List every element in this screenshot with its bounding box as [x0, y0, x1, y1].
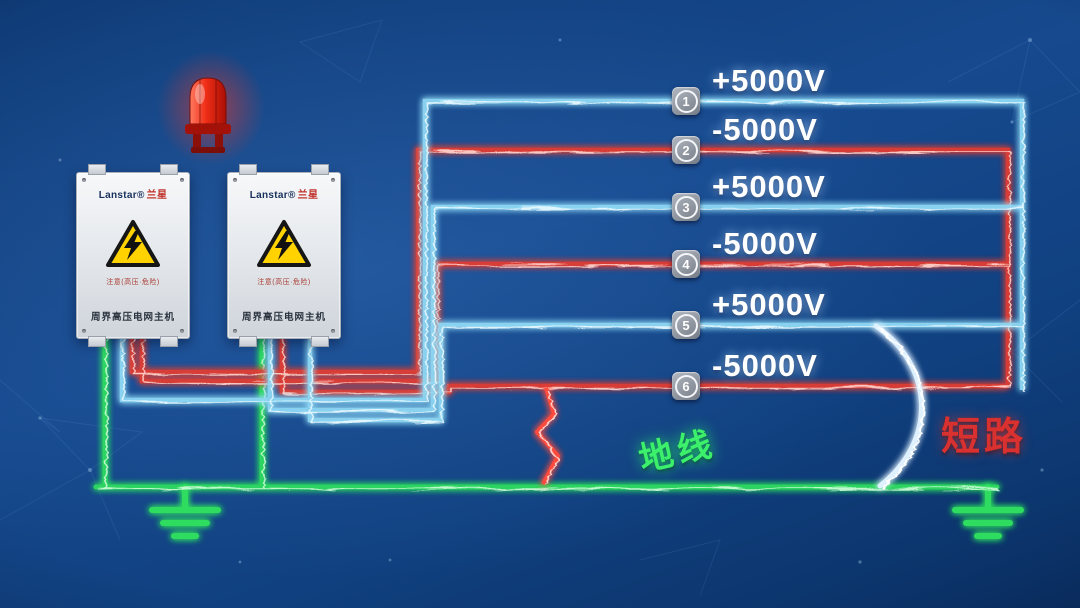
- mounting-tab: [311, 336, 329, 347]
- mounting-tab: [239, 164, 257, 175]
- caution-text: 注意(高压·危险): [106, 279, 160, 286]
- mounting-tab: [311, 164, 329, 175]
- short-circuit-label: 短路: [941, 416, 1028, 459]
- screw: [233, 329, 237, 333]
- wire-number: 2: [674, 138, 698, 162]
- wire-number: 4: [674, 252, 698, 276]
- screw: [82, 178, 86, 182]
- voltage-label-3: +5000V: [712, 169, 826, 204]
- ground-wire-glow: [93, 334, 1000, 490]
- earth-symbol-right: [952, 484, 1024, 539]
- brand-en: Lanstar®: [98, 190, 145, 201]
- wire-number: 5: [674, 313, 698, 337]
- mounting-tab: [160, 164, 178, 175]
- wire-number-badge-6: 6: [672, 372, 700, 400]
- short-circuit-arc: [873, 323, 925, 489]
- wire-number-badge-2: 2: [672, 136, 700, 164]
- brand-cn: 兰星: [297, 190, 319, 201]
- brand-en: Lanstar®: [249, 190, 296, 201]
- brand-label: Lanstar®兰星: [77, 186, 189, 201]
- mounting-tab: [239, 336, 257, 347]
- device-name: 周界高压电网主机: [90, 312, 175, 323]
- wire-number-badge-1: 1: [672, 87, 700, 115]
- mounting-tab: [88, 336, 106, 347]
- screw: [180, 178, 184, 182]
- discharge-bolt: [535, 387, 560, 485]
- voltage-label-5: +5000V: [712, 287, 826, 322]
- mounting-tab: [88, 164, 106, 175]
- brand-cn: 兰星: [146, 190, 168, 201]
- wire-number: 3: [674, 195, 698, 219]
- screw: [331, 329, 335, 333]
- device-name: 周界高压电网主机: [241, 312, 326, 323]
- voltage-label-4: -5000V: [712, 226, 818, 261]
- screw: [180, 329, 184, 333]
- voltage-label-1: +5000V: [712, 63, 826, 98]
- mounting-tab: [160, 336, 178, 347]
- high-voltage-warning-icon: [256, 219, 312, 269]
- controller-box-2: Lanstar®兰星 注意(高压·危险) 周界高压电网主机: [227, 164, 341, 347]
- wire-number-badge-5: 5: [672, 311, 700, 339]
- caution-text: 注意(高压·危险): [257, 279, 311, 286]
- wire-number: 6: [674, 374, 698, 398]
- screw: [82, 329, 86, 333]
- screw: [233, 178, 237, 182]
- screw: [331, 178, 335, 182]
- earth-symbol-left: [149, 484, 221, 539]
- voltage-label-6: -5000V: [712, 348, 818, 383]
- alarm-beacon-icon: [185, 77, 231, 153]
- voltage-label-2: -5000V: [712, 112, 818, 147]
- high-voltage-warning-icon: [105, 219, 161, 269]
- ground-wire-core: [96, 337, 997, 488]
- controller-box-1: Lanstar®兰星 注意(高压·危险) 周界高压电网主机: [76, 164, 190, 347]
- wire-number: 1: [674, 89, 698, 113]
- earth-symbols: [149, 484, 1024, 539]
- brand-label: Lanstar®兰星: [228, 186, 340, 201]
- wire-number-badge-4: 4: [672, 250, 700, 278]
- wire-number-badge-3: 3: [672, 193, 700, 221]
